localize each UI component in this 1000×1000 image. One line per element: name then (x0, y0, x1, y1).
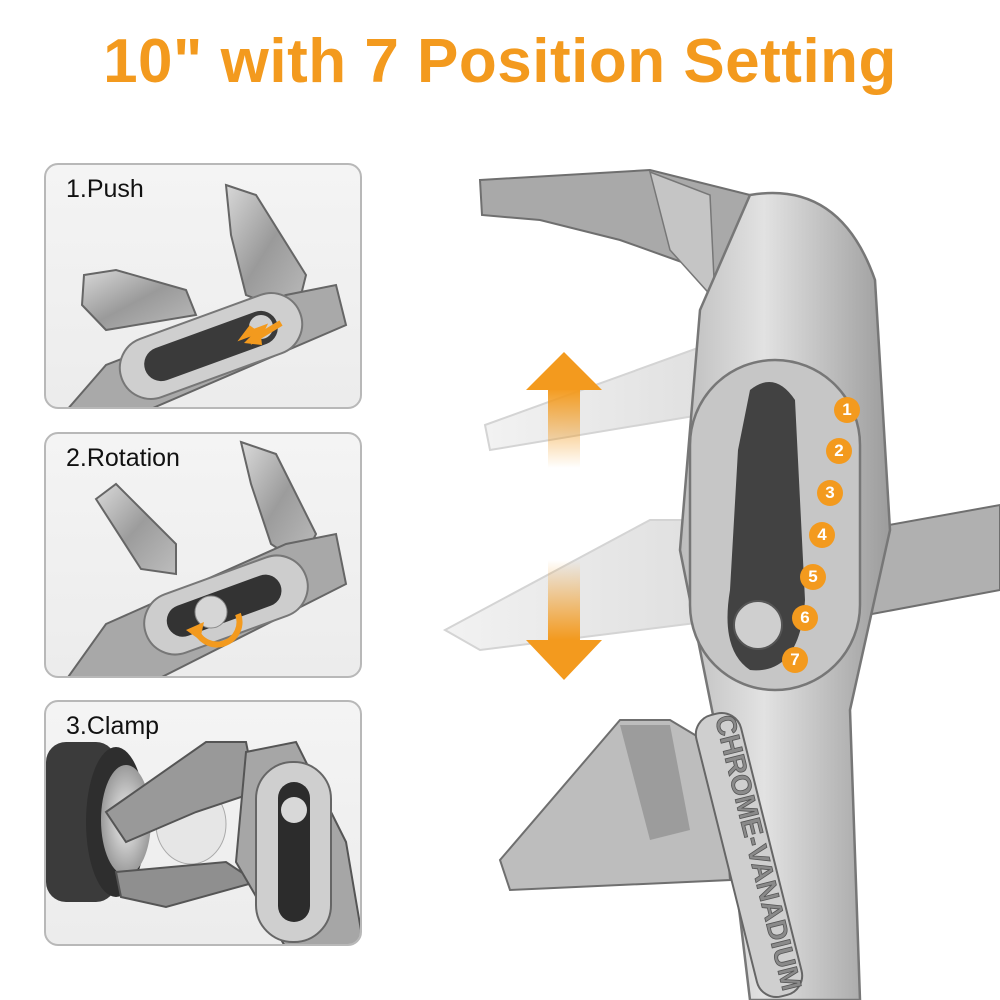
down-arrow-icon (526, 560, 602, 680)
headline-title: 10" with 7 Position Setting (103, 27, 897, 96)
rotation-arrow-icon (193, 612, 243, 648)
main-wrench-illustration: CHROME-VANADIUM (442, 168, 1000, 1000)
position-badge-7: 7 (782, 647, 808, 673)
step-panel-rotation: 2.Rotation (44, 432, 362, 678)
step-panel-clamp: 3.Clamp (44, 700, 362, 946)
step-label: 2.Rotation (66, 444, 180, 472)
position-badge-6: 6 (792, 605, 818, 631)
pliers-rotation-illustration (67, 440, 348, 676)
push-arrow-icon (237, 320, 283, 345)
position-badge-2: 2 (826, 438, 852, 464)
step-label: 1.Push (66, 175, 144, 203)
position-badge-3: 3 (817, 480, 843, 506)
position-badge-1: 1 (834, 397, 860, 423)
position-badge-4: 4 (809, 522, 835, 548)
step-label: 3.Clamp (66, 712, 160, 740)
pliers-push-illustration (68, 183, 348, 407)
pliers-clamp-illustration (46, 740, 360, 944)
up-arrow-icon (526, 352, 602, 468)
step-panel-push: 1.Push (44, 163, 362, 409)
position-badge-5: 5 (800, 564, 826, 590)
